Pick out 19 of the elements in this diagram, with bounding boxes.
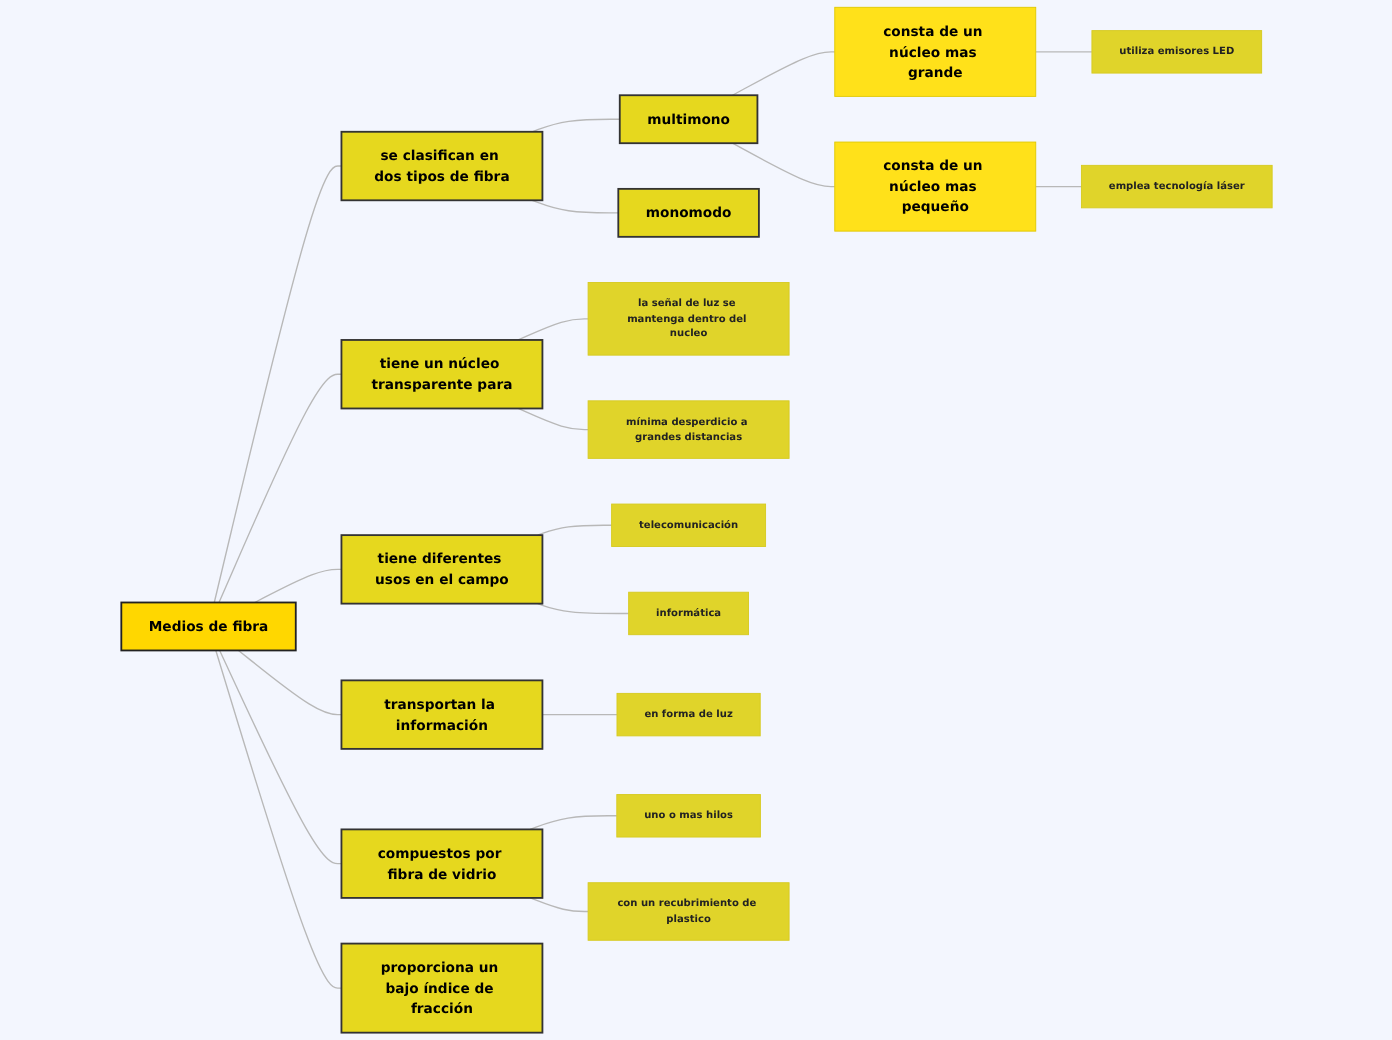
connector	[253, 568, 342, 604]
connector	[530, 199, 619, 214]
connector	[516, 407, 589, 431]
connector	[1034, 185, 1082, 188]
connector	[237, 649, 342, 716]
connector	[731, 142, 835, 188]
connector	[541, 713, 617, 716]
connector	[536, 524, 612, 536]
connector	[528, 815, 617, 831]
connector	[1034, 51, 1092, 53]
connector	[530, 118, 620, 133]
connector	[516, 318, 589, 341]
connector	[214, 649, 342, 989]
connector	[212, 165, 342, 604]
connector	[528, 897, 589, 913]
connector	[218, 649, 342, 865]
connector	[731, 51, 835, 96]
connector	[536, 602, 629, 615]
connector	[217, 373, 342, 604]
